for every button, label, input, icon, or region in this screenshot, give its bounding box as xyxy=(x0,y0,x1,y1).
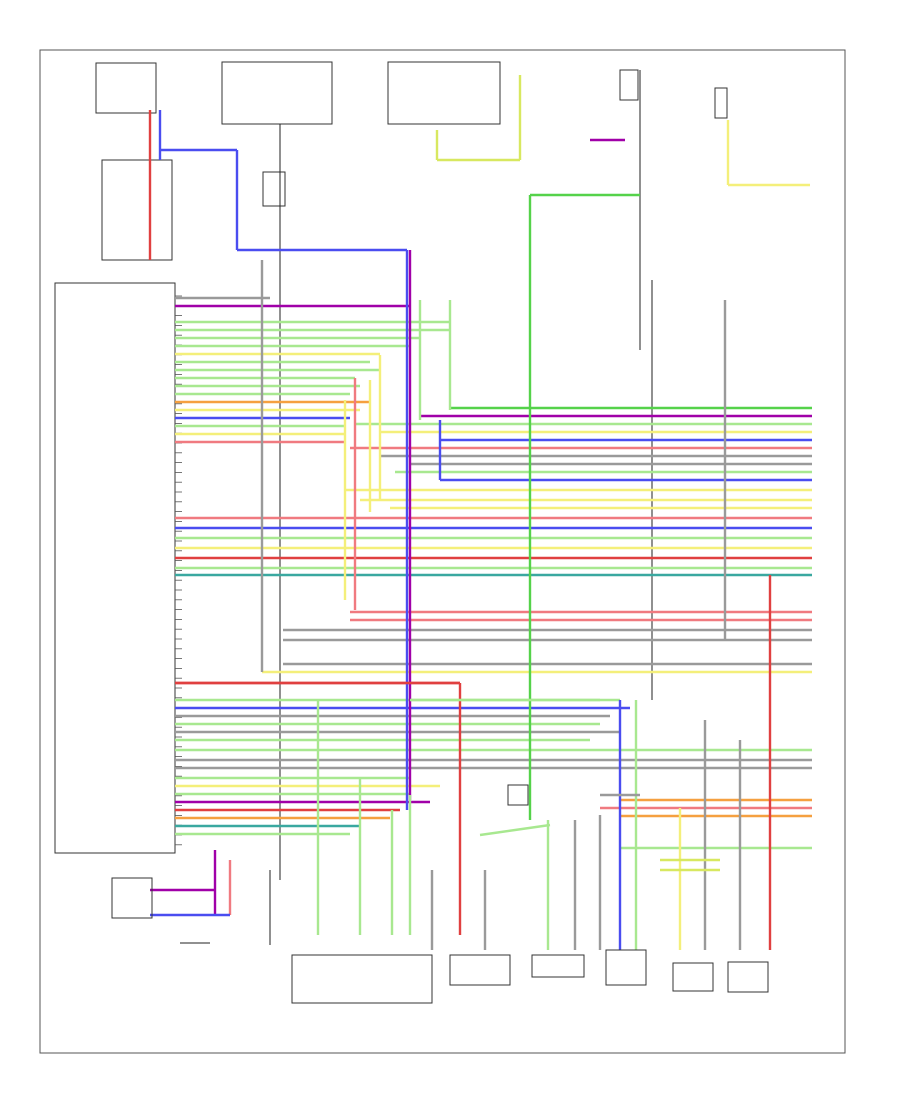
fuse-box xyxy=(95,62,157,114)
oxygen-sensor xyxy=(727,961,769,993)
top-relay xyxy=(619,69,639,101)
diagram-frame xyxy=(39,49,846,1054)
transmission-range-switch xyxy=(507,784,529,806)
riser-wire xyxy=(479,823,551,837)
riser-wires xyxy=(148,75,810,950)
idle-air-control-valve xyxy=(449,954,511,986)
crankshaft-position-sensor xyxy=(531,954,585,978)
harness-wires xyxy=(175,296,812,850)
knock-sensor xyxy=(672,962,714,992)
vehicle-speed-sensor xyxy=(605,949,647,986)
starter-switch-box xyxy=(387,61,501,125)
throttle-position-sensor xyxy=(291,954,433,1004)
transmission-relay-box xyxy=(101,159,173,261)
neutral-safety-switch xyxy=(262,171,286,207)
shift-solenoid-box xyxy=(714,87,728,119)
data-link-connector xyxy=(111,877,153,919)
ignition-switch-box xyxy=(221,61,333,125)
bottom-components xyxy=(111,784,769,1004)
engine-control-module xyxy=(54,282,176,854)
